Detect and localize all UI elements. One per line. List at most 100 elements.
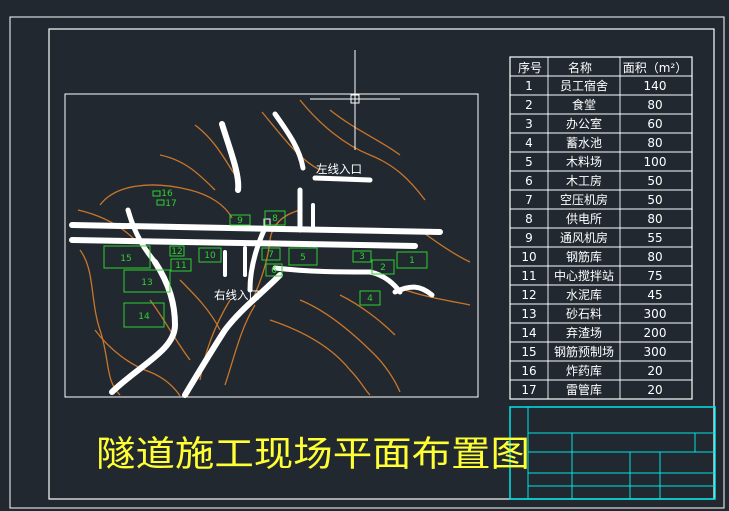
zone-boxes	[103, 190, 428, 328]
legend-cell-area: 45	[647, 288, 662, 302]
legend-table: 序号 名称 面积（m²） 1 员工宿舍 140 2 食堂 80 3 办公室 60 4 蓄水池 80 5 木…	[509, 56, 693, 400]
zone-box-2	[371, 259, 395, 275]
legend-cell-index: 6	[525, 174, 533, 188]
zone-box-10	[198, 247, 222, 263]
legend-cell-name: 雷管库	[566, 382, 602, 397]
zone-box-13	[123, 269, 171, 293]
legend-cell-area: 80	[647, 136, 662, 150]
legend-cell-name: 钢筋预制场	[554, 344, 614, 359]
legend-cell-index: 15	[521, 345, 536, 359]
zone-box-16	[152, 190, 161, 197]
zone-box-14	[123, 302, 165, 328]
left-entrance-label: 左线入口	[316, 162, 362, 176]
legend-cell-name: 钢筋库	[566, 249, 602, 264]
legend-cell-name: 水泥库	[566, 287, 602, 302]
legend-table-grid	[510, 57, 692, 399]
legend-cell-area: 80	[647, 98, 662, 112]
zone-box-6	[265, 263, 283, 277]
zone-label-13: 13	[141, 278, 152, 288]
legend-cell-area: 75	[647, 269, 662, 283]
legend-cell-name: 办公室	[566, 116, 602, 131]
zone-label-14: 14	[138, 312, 150, 322]
legend-cell-index: 14	[521, 326, 536, 340]
legend-cell-name: 中心搅拌站	[554, 268, 614, 283]
zone-label-6: 6	[271, 266, 277, 276]
zone-label-9: 9	[237, 216, 243, 226]
zone-box-11	[170, 258, 192, 272]
site-plan: 15 13 14 12 11 10 9 8 7 6 5 3 2 1 4 16 1…	[64, 93, 479, 398]
legend-cell-name: 炸药库	[566, 363, 602, 378]
legend-cell-area: 20	[647, 364, 662, 378]
legend-cell-name: 弃渣场	[566, 325, 602, 340]
legend-cell-index: 2	[525, 98, 533, 112]
crosshair-cursor-icon	[310, 50, 400, 150]
roads	[69, 111, 443, 398]
zone-box-15	[103, 245, 151, 269]
zone-box-4	[359, 290, 381, 306]
legend-cell-index: 11	[521, 269, 536, 283]
zone-box-17	[156, 199, 165, 206]
legend-cell-index: 16	[521, 364, 536, 378]
legend-cell-area: 20	[647, 383, 662, 397]
title-block	[509, 406, 716, 500]
legend-cell-index: 9	[525, 231, 533, 245]
legend-cell-name: 供电所	[566, 212, 602, 226]
legend-cell-area: 300	[644, 307, 667, 321]
legend-header-name: 名称	[568, 60, 592, 75]
zone-label-5: 5	[300, 253, 306, 263]
legend-cell-area: 50	[647, 174, 662, 188]
legend-cell-index: 10	[521, 250, 536, 264]
zone-box-3	[352, 250, 372, 263]
legend-cell-index: 3	[525, 117, 533, 131]
drawing-title: 隧道施工现场平面布置图	[96, 435, 530, 475]
legend-cell-area: 80	[647, 250, 662, 264]
legend-cell-index: 12	[521, 288, 536, 302]
legend-cell-index: 5	[525, 155, 533, 169]
zone-label-4: 4	[367, 294, 373, 304]
zone-box-7	[261, 247, 281, 261]
zone-label-3: 3	[359, 252, 365, 262]
legend-cell-index: 1	[525, 79, 533, 93]
zone-box-9	[229, 214, 251, 226]
zone-box-8	[264, 210, 286, 226]
legend-cell-index: 4	[525, 136, 533, 150]
legend-cell-name: 蓄水池	[566, 136, 602, 150]
legend-cell-name: 木料场	[566, 155, 602, 169]
zone-box-12	[169, 245, 185, 257]
right-entrance-label: 右线入口	[214, 288, 260, 302]
legend-cell-name: 空压机房	[560, 192, 608, 207]
legend-cell-area: 100	[644, 155, 667, 169]
zone-label-10: 10	[204, 251, 216, 261]
zone-label-1: 1	[409, 256, 415, 266]
legend-header-index: 序号	[518, 60, 542, 75]
legend-cell-index: 13	[521, 307, 536, 321]
zone-label-2: 2	[380, 263, 386, 273]
legend-cell-name: 员工宿舍	[560, 78, 608, 93]
map-viewport-border	[64, 93, 479, 398]
legend-cell-name: 食堂	[572, 97, 596, 112]
zone-label-16: 16	[161, 189, 173, 199]
legend-cell-area: 55	[647, 231, 662, 245]
legend-cell-area: 300	[644, 345, 667, 359]
zone-label-8: 8	[272, 214, 278, 224]
inner-frame	[48, 28, 715, 500]
zone-box-5	[288, 247, 318, 266]
legend-cell-index: 8	[525, 212, 533, 226]
legend-cell-name: 砂石料	[566, 307, 602, 321]
legend-cell-area: 200	[644, 326, 667, 340]
legend-cell-name: 木工房	[566, 173, 602, 188]
zone-label-17: 17	[165, 199, 176, 209]
zone-box-1	[396, 251, 428, 269]
legend-cell-name: 通风机房	[560, 230, 608, 245]
legend-cell-index: 17	[521, 383, 536, 397]
legend-header-area: 面积（m²）	[623, 61, 688, 75]
zone-label-12: 12	[171, 247, 182, 257]
zone-label-7: 7	[268, 250, 274, 260]
zone-label-11: 11	[175, 261, 186, 271]
outer-frame	[9, 16, 725, 509]
legend-cell-area: 80	[647, 212, 662, 226]
legend-cell-area: 50	[647, 193, 662, 207]
legend-cell-area: 60	[647, 117, 662, 131]
legend-cell-area: 140	[644, 79, 667, 93]
zone-label-15: 15	[120, 254, 131, 264]
